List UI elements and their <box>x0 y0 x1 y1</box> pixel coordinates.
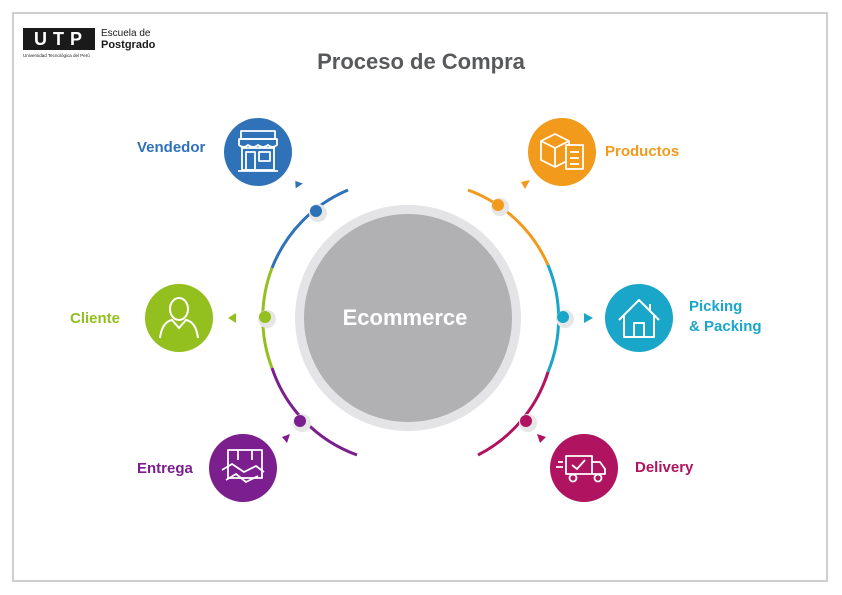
arrow-entrega <box>282 434 290 443</box>
node-entrega <box>209 434 277 502</box>
arc-vendedor <box>270 188 349 269</box>
label-picking-line2: & Packing <box>689 318 762 335</box>
label-entrega: Entrega <box>137 460 193 477</box>
logo-subtitle: Universidad Tecnológica del Perú <box>23 53 90 58</box>
center-label: Ecommerce <box>342 305 468 330</box>
node-vendedor <box>224 118 292 186</box>
label-picking-line1: Picking <box>689 298 743 315</box>
center-circle <box>304 214 512 422</box>
connector-dot-entrega <box>293 414 311 432</box>
storefront-icon <box>238 130 278 172</box>
handshake-box-icon <box>221 449 265 483</box>
node-cliente <box>145 284 213 352</box>
house-icon <box>618 299 660 338</box>
logo-line1: Escuela de <box>101 28 151 39</box>
arrow-vendedor <box>295 180 303 189</box>
connector-dot-picking <box>556 310 574 328</box>
label-delivery: Delivery <box>635 459 694 476</box>
logo-line2: Postgrado <box>101 39 156 51</box>
connector-dot-productos <box>491 198 509 216</box>
arrow-delivery <box>537 434 546 443</box>
label-vendedor: Vendedor <box>137 139 206 156</box>
arc-productos <box>467 188 550 266</box>
box-checklist-icon <box>540 133 584 170</box>
diagram-title: Proceso de Compra <box>317 49 525 74</box>
node-picking <box>605 284 673 352</box>
connector-dot-delivery <box>519 414 537 432</box>
delivery-truck-icon <box>556 455 606 483</box>
node-delivery <box>550 434 618 502</box>
logo-mark: UTP <box>23 28 95 50</box>
connector-dot-vendedor <box>309 204 327 222</box>
arrow-productos <box>521 180 530 189</box>
label-productos: Productos <box>605 143 680 160</box>
person-icon <box>159 297 199 339</box>
arrow-cliente <box>228 313 236 323</box>
arrow-picking <box>584 313 593 323</box>
node-productos <box>528 118 596 186</box>
connector-dot-cliente <box>258 310 276 328</box>
label-cliente: Cliente <box>70 310 121 327</box>
